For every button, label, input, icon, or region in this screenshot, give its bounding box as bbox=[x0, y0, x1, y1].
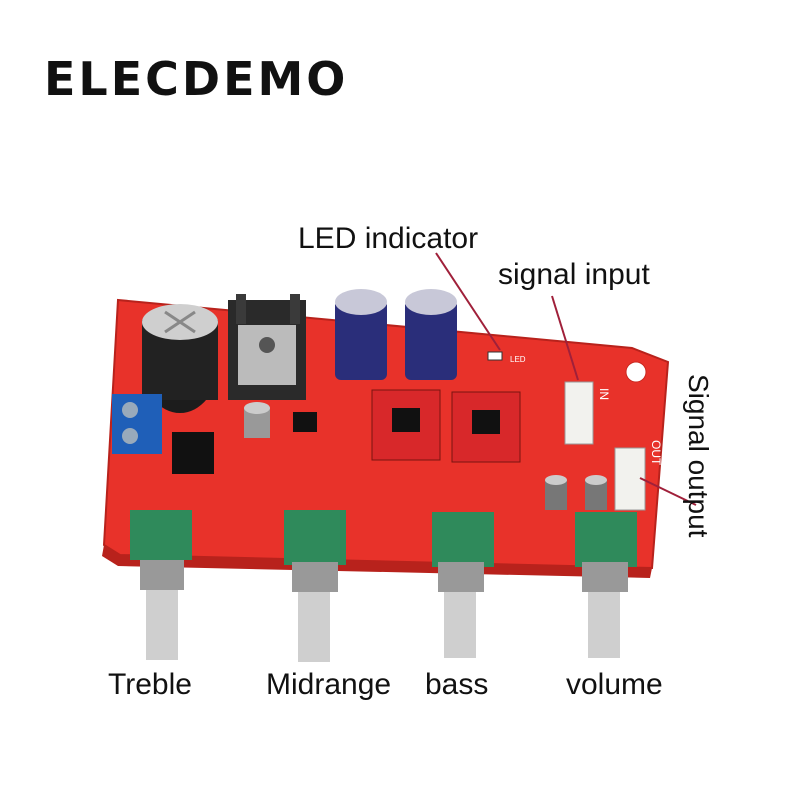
callout-line-led bbox=[435, 252, 501, 351]
knob-label-bass: bass bbox=[425, 668, 489, 701]
capacitor-small bbox=[244, 402, 270, 438]
capacitor-large bbox=[142, 304, 218, 413]
callout-input: signal input bbox=[498, 258, 650, 291]
pot-bass bbox=[432, 512, 494, 658]
callout-line-input bbox=[551, 295, 579, 381]
capacitor-blue-2 bbox=[405, 289, 457, 380]
knob-label-treble: Treble bbox=[108, 668, 192, 701]
pot-volume bbox=[575, 512, 637, 658]
callout-output: Signal output bbox=[683, 374, 714, 538]
output-connector bbox=[614, 447, 646, 511]
led-silk: LED bbox=[510, 355, 526, 364]
callout-line-output bbox=[639, 477, 697, 506]
knob-label-volume: volume bbox=[566, 668, 663, 701]
knob-label-midrange: Midrange bbox=[266, 668, 392, 701]
capacitor-output-2 bbox=[585, 475, 607, 510]
power-terminal bbox=[112, 394, 162, 454]
opamp-socket-2 bbox=[451, 391, 521, 463]
capacitor-blue-1 bbox=[335, 289, 387, 380]
opamp-socket-1 bbox=[371, 389, 441, 461]
pot-treble bbox=[130, 510, 192, 660]
led-indicator bbox=[487, 351, 503, 361]
callout-led: LED indicator bbox=[298, 222, 479, 255]
brand-title: ELECDEMO bbox=[44, 52, 349, 106]
silk-in: IN bbox=[597, 388, 611, 400]
pot-midrange bbox=[284, 510, 346, 662]
silk-out: OUT bbox=[649, 440, 663, 466]
ic-chip-1 bbox=[293, 412, 317, 432]
input-connector bbox=[564, 381, 594, 445]
bridge-rectifier bbox=[172, 432, 214, 474]
mounting-hole bbox=[625, 361, 647, 383]
voltage-regulator bbox=[228, 294, 306, 400]
capacitor-output-1 bbox=[545, 475, 567, 510]
